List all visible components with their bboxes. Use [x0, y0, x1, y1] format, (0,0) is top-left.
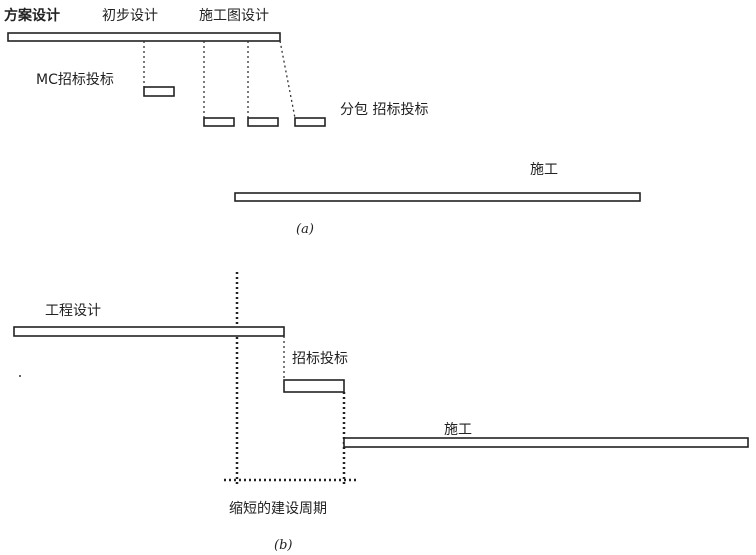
construction-bar-b: [343, 437, 749, 448]
label-construction-a: 施工: [530, 162, 558, 178]
sub-bidding-box-3: [294, 117, 326, 127]
label-shortened-period: 缩短的建设周期: [229, 501, 327, 517]
caption-a: (a): [296, 222, 314, 237]
design-bar-a: [7, 32, 281, 42]
bidding-box-b: [283, 379, 345, 393]
label-preliminary-design: 初步设计: [102, 8, 158, 24]
connector-sub-3: [279, 40, 296, 119]
label-bidding: 招标投标: [292, 351, 348, 367]
label-engineering-design: 工程设计: [45, 303, 101, 319]
label-mc-bidding: MC招标投标: [36, 72, 114, 88]
caption-b: (b): [274, 538, 293, 553]
sub-bidding-box-1: [203, 117, 235, 127]
label-subcontract-bidding: 分包 招标投标: [340, 102, 429, 118]
label-construction-b: 施工: [444, 422, 472, 438]
mc-bidding-box: [143, 86, 175, 97]
label-scheme-design: 方案设计: [4, 8, 60, 24]
label-construction-drawing-design: 施工图设计: [199, 8, 269, 24]
construction-bar-a: [234, 192, 641, 202]
design-bar-b: [13, 326, 285, 337]
speck: [19, 375, 21, 377]
sub-bidding-box-2: [247, 117, 279, 127]
